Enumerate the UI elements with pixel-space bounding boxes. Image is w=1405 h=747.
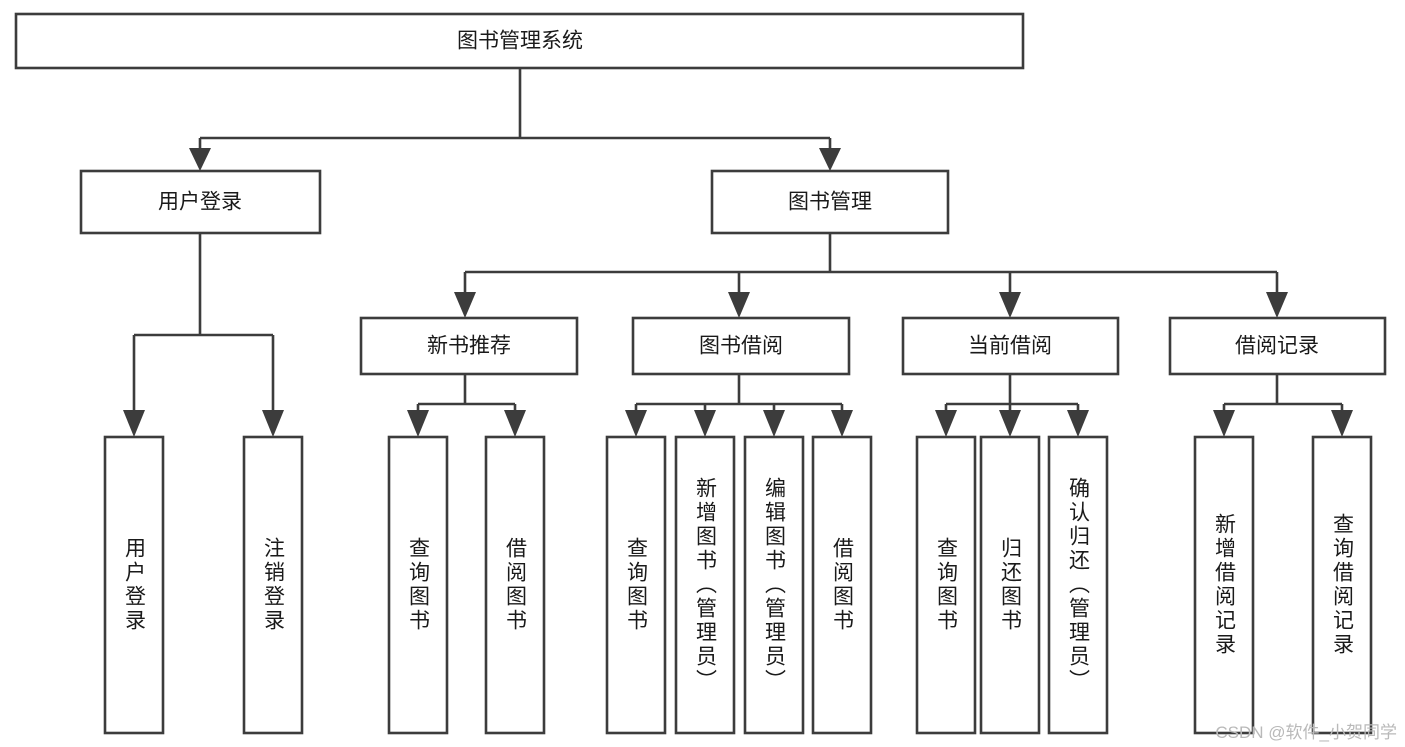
node-leaf-add-book[interactable]: 新增图书（管理员） — [674, 435, 736, 735]
node-user-login[interactable]: 用户登录 — [79, 169, 322, 235]
node-leaf-return-book-box[interactable] — [979, 435, 1041, 735]
node-root[interactable]: 图书管理系统 — [14, 12, 1025, 70]
connector-group-new-book — [407, 374, 526, 437]
node-book-borrow[interactable]: 图书借阅 — [631, 316, 851, 376]
node-root-label: 图书管理系统 — [457, 30, 583, 53]
node-leaf-user-login-label: 用户登录 — [123, 537, 147, 633]
node-leaf-query-borrow-record[interactable]: 查询借阅记录 — [1311, 435, 1373, 735]
node-user-login-label: 用户登录 — [158, 191, 242, 214]
node-leaf-query-book-borrow[interactable]: 查询图书 — [605, 435, 667, 735]
node-leaf-borrow-book-rec[interactable]: 借阅图书 — [484, 435, 546, 735]
node-book-borrow-box[interactable] — [631, 316, 851, 376]
node-current-borrow[interactable]: 当前借阅 — [901, 316, 1120, 376]
arrow-current-borrow-leaf-3 — [1067, 410, 1089, 437]
node-leaf-return-book[interactable]: 归还图书 — [979, 435, 1041, 735]
node-leaf-query-borrow-record-label: 查询借阅记录 — [1331, 513, 1355, 657]
arrow-book-mgmt-to-new-book — [454, 292, 476, 318]
node-borrow-record-label: 借阅记录 — [1235, 335, 1319, 358]
node-leaf-add-book-label: 新增图书（管理员） — [694, 477, 718, 693]
node-leaf-query-borrow-record-box[interactable] — [1311, 435, 1373, 735]
node-leaf-logout-box[interactable] — [242, 435, 304, 735]
connector-group-borrow-record — [1213, 374, 1353, 437]
node-leaf-add-book-box[interactable] — [674, 435, 736, 735]
node-leaf-logout[interactable]: 注销登录 — [242, 435, 304, 735]
connector-group-book-borrow — [625, 374, 853, 437]
node-leaf-confirm-return-box[interactable] — [1047, 435, 1109, 735]
node-leaf-query-book-current[interactable]: 查询图书 — [915, 435, 977, 735]
arrow-borrow-record-leaf-1 — [1213, 410, 1235, 437]
csdn-watermark: CSDN @软件_小贺同学 — [1215, 723, 1397, 742]
node-root-box[interactable] — [14, 12, 1025, 70]
arrow-book-borrow-leaf-2 — [694, 410, 716, 437]
arrow-book-borrow-leaf-4 — [831, 410, 853, 437]
node-leaf-borrow-book-rec-label: 借阅图书 — [504, 537, 528, 633]
node-leaf-user-login[interactable]: 用户登录 — [103, 435, 165, 735]
node-new-book-recommend-label: 新书推荐 — [427, 335, 511, 358]
connector-group-root — [189, 68, 841, 171]
arrow-book-mgmt-to-borrow-record — [1266, 292, 1288, 318]
node-book-management[interactable]: 图书管理 — [710, 169, 950, 235]
node-book-management-box[interactable] — [710, 169, 950, 235]
node-new-book-recommend[interactable]: 新书推荐 — [359, 316, 579, 376]
node-user-login-box[interactable] — [79, 169, 322, 235]
node-leaf-query-book-rec-box[interactable] — [387, 435, 449, 735]
arrow-borrow-record-leaf-2 — [1331, 410, 1353, 437]
node-leaf-user-login-box[interactable] — [103, 435, 165, 735]
node-leaf-edit-book-label: 编辑图书（管理员） — [763, 477, 787, 693]
connector-group-current-borrow — [935, 374, 1089, 437]
node-new-book-recommend-box[interactable] — [359, 316, 579, 376]
node-leaf-borrow-book-box[interactable] — [811, 435, 873, 735]
node-leaf-confirm-return-label: 确认归还（管理员） — [1067, 477, 1091, 693]
node-leaf-query-book-borrow-label: 查询图书 — [625, 537, 649, 633]
node-leaf-logout-label: 注销登录 — [262, 537, 286, 633]
node-book-borrow-label: 图书借阅 — [699, 335, 783, 358]
arrow-root-to-book-mgmt — [819, 148, 841, 171]
arrow-current-borrow-leaf-2 — [999, 410, 1021, 437]
connector-group-user-login — [123, 233, 284, 437]
node-leaf-borrow-book-label: 借阅图书 — [831, 537, 855, 633]
node-book-management-label: 图书管理 — [788, 191, 872, 214]
node-leaf-query-book-rec[interactable]: 查询图书 — [387, 435, 449, 735]
arrow-book-mgmt-to-current-borrow — [999, 292, 1021, 318]
node-leaf-edit-book[interactable]: 编辑图书（管理员） — [743, 435, 805, 735]
node-leaf-add-borrow-record[interactable]: 新增借阅记录 — [1193, 435, 1255, 735]
node-leaf-confirm-return[interactable]: 确认归还（管理员） — [1047, 435, 1109, 735]
node-leaf-borrow-book-rec-box[interactable] — [484, 435, 546, 735]
node-leaf-query-book-borrow-box[interactable] — [605, 435, 667, 735]
node-leaf-return-book-label: 归还图书 — [999, 537, 1023, 633]
arrow-new-book-leaf-2 — [504, 410, 526, 437]
node-current-borrow-label: 当前借阅 — [968, 335, 1052, 358]
node-leaf-add-borrow-record-label: 新增借阅记录 — [1213, 513, 1237, 657]
node-leaf-borrow-book[interactable]: 借阅图书 — [811, 435, 873, 735]
node-leaf-query-book-rec-label: 查询图书 — [407, 537, 431, 633]
arrow-new-book-leaf-1 — [407, 410, 429, 437]
arrow-current-borrow-leaf-1 — [935, 410, 957, 437]
node-borrow-record[interactable]: 借阅记录 — [1168, 316, 1387, 376]
node-leaf-query-book-current-box[interactable] — [915, 435, 977, 735]
arrow-book-mgmt-to-book-borrow — [728, 292, 750, 318]
arrow-user-login-leaf-1 — [123, 410, 145, 437]
arrow-root-to-user-login — [189, 148, 211, 171]
node-leaf-edit-book-box[interactable] — [743, 435, 805, 735]
node-leaf-add-borrow-record-box[interactable] — [1193, 435, 1255, 735]
arrow-book-borrow-leaf-3 — [763, 410, 785, 437]
connector-group-book-mgmt — [454, 233, 1288, 318]
arrow-book-borrow-leaf-1 — [625, 410, 647, 437]
node-leaf-query-book-current-label: 查询图书 — [935, 537, 959, 633]
node-borrow-record-box[interactable] — [1168, 316, 1387, 376]
arrow-user-login-leaf-2 — [262, 410, 284, 437]
node-current-borrow-box[interactable] — [901, 316, 1120, 376]
